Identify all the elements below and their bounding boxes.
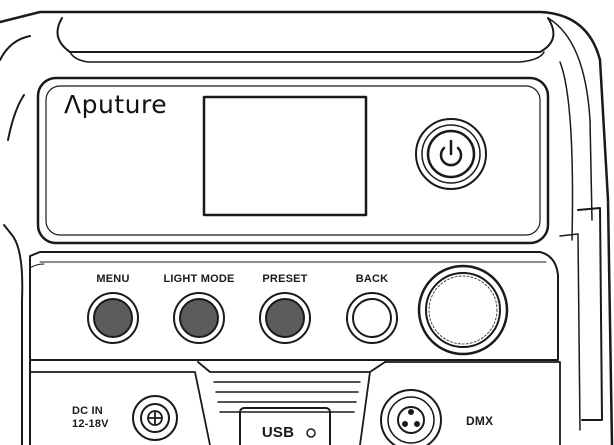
button-panel xyxy=(29,251,559,361)
dmx-label: DMX xyxy=(466,414,494,428)
power-button-outer xyxy=(415,118,487,190)
power-icon xyxy=(439,146,463,167)
brand-logo: Λputure xyxy=(64,90,168,119)
light-mode-label: LIGHT MODE xyxy=(163,273,235,285)
xlr-connector-icon xyxy=(397,406,425,434)
lcd-screen xyxy=(202,95,368,217)
usb-label: USB xyxy=(261,424,295,441)
dc-jack-outer xyxy=(132,395,178,441)
dc-in-label: DC IN xyxy=(72,405,103,417)
light-mode-button xyxy=(179,298,219,338)
back-label: BACK xyxy=(355,273,389,285)
back-button xyxy=(352,298,392,338)
knob-outer xyxy=(417,264,509,356)
housing-outline xyxy=(0,10,614,445)
top-handle xyxy=(56,17,555,53)
display-module xyxy=(36,76,550,245)
preset-button xyxy=(265,298,305,338)
menu-button xyxy=(93,298,133,338)
dc-voltage-label: 12-18V xyxy=(72,418,109,430)
knob-inner xyxy=(425,272,501,348)
preset-label: PRESET xyxy=(262,273,308,285)
menu-label: MENU xyxy=(96,273,130,285)
xlr-connector xyxy=(380,389,442,445)
usb-port xyxy=(239,407,331,445)
dc-jack-icon xyxy=(147,410,163,426)
